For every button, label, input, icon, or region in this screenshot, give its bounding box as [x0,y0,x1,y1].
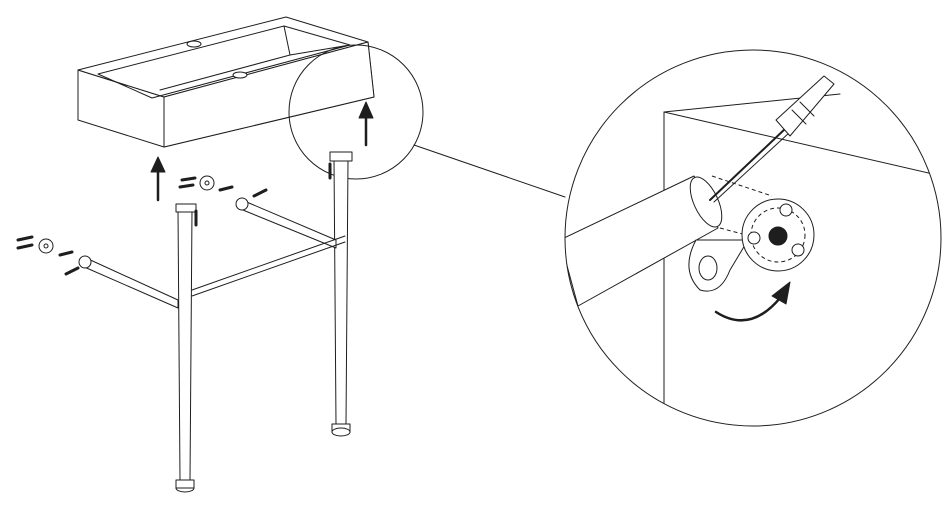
screwdriver-icon [709,75,835,203]
washer-icon [38,238,54,254]
screw-icon [178,176,197,189]
rotate-arrow-icon [714,281,791,322]
magnifier-circle-icon [288,44,566,198]
stand-frame-icon [78,151,353,493]
magnifier-circle-icon [564,49,942,427]
washer-icon [199,175,215,191]
screw-icon [16,235,34,250]
up-arrow-icon [150,156,166,202]
basin-icon [77,16,375,148]
screw-icon [58,250,80,276]
screw-icon [194,162,332,227]
up-arrow-icon [358,101,374,147]
